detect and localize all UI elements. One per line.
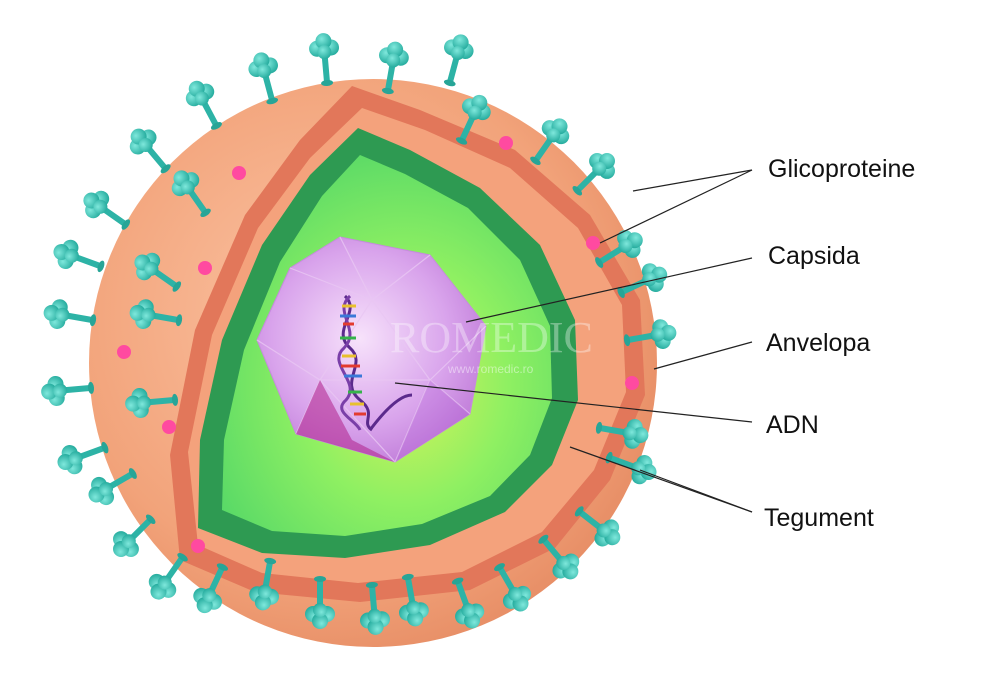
leader-glicoproteine-2 (599, 169, 753, 244)
watermark-brand: ROMEDIC (390, 313, 593, 362)
label-anvelopa: Anvelopa (766, 329, 871, 357)
leader-lines (394, 169, 753, 513)
label-adn: ADN (766, 411, 819, 439)
capsid (256, 236, 487, 463)
label-glicoproteine: Glicoproteine (768, 155, 916, 183)
leader-tegument-2 (639, 469, 753, 513)
label-capsida: Capsida (768, 242, 860, 270)
leader-anvelopa (653, 341, 753, 370)
label-tegument: Tegument (764, 504, 874, 532)
leader-glicoproteine-1 (632, 169, 753, 192)
leader-capsida (465, 257, 753, 323)
watermark-url: www.romedic.ro (447, 362, 534, 376)
pink-glycoproteins (117, 136, 639, 553)
leader-adn (394, 382, 753, 423)
dna-helix-icon (337, 294, 413, 432)
